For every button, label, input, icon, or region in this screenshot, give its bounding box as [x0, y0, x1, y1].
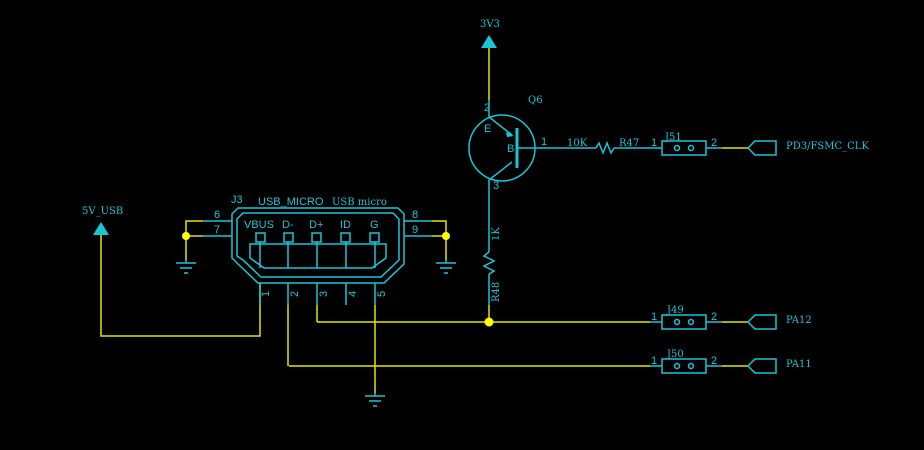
usb-pinnum-1: 1	[260, 291, 272, 297]
r48-value: 1K	[491, 227, 502, 241]
port-pa11-icon	[746, 358, 777, 374]
power-5v-usb: 5V_USB	[82, 206, 123, 235]
net-pa11-label: PA11	[786, 359, 812, 370]
usb-pinnum-4: 4	[347, 291, 359, 297]
usb-pinnum-3: 3	[318, 291, 330, 297]
usb-ref: J3	[231, 194, 243, 206]
q6-collector-lead	[488, 161, 513, 181]
usb-pinnum-8: 8	[412, 209, 418, 221]
usb-pin-vbus: VBUS	[244, 219, 274, 231]
j49-pin1: 1	[651, 311, 657, 323]
j51-pin2: 2	[711, 137, 717, 149]
ground-icon	[365, 393, 385, 407]
junction-dot	[442, 232, 450, 240]
j51-body	[661, 140, 707, 156]
j49-body	[661, 314, 707, 330]
q6-ref: Q6	[528, 95, 543, 106]
usb-inner-shell	[236, 212, 400, 278]
q6-pin2-label: 2	[484, 102, 490, 114]
j51-pin-dot-2	[687, 144, 695, 152]
q6-pin3-label: 3	[493, 180, 499, 192]
j50-pin-dot-1	[673, 362, 681, 370]
wire-shield-right	[432, 220, 447, 260]
jumper-j50: J50 1 2	[650, 349, 722, 374]
net-pa12-label: PA12	[786, 315, 812, 326]
j49-ref: J49	[666, 305, 684, 316]
junction-dot	[484, 317, 494, 327]
ground-icon	[176, 260, 196, 274]
usb-pinnum-5: 5	[376, 291, 388, 297]
r47-zigzag	[595, 140, 615, 156]
port-pd3-icon	[746, 140, 777, 156]
j51-pin-dot-1	[673, 144, 681, 152]
usb-pin-dplus: D+	[309, 219, 323, 231]
usb-pad-5	[369, 232, 380, 243]
junction-dot	[182, 232, 190, 240]
wire-shield-left	[185, 220, 203, 260]
usb-pad-3	[311, 232, 322, 243]
j49-pin-dot-1	[673, 318, 681, 326]
usb-pin-id: ID	[340, 219, 351, 231]
power-5v-label: 5V_USB	[82, 206, 123, 217]
resistor-r47: 10K R47	[550, 138, 650, 156]
usb-pinnum-6: 6	[214, 209, 220, 221]
power-3v3-label: 3V3	[480, 19, 500, 30]
j49-pin2: 2	[711, 311, 717, 323]
j51-ref: J51	[664, 132, 682, 143]
usb-pinnum-7: 7	[214, 224, 220, 236]
j50-pin-dot-2	[687, 362, 695, 370]
r47-ref: R47	[619, 138, 639, 149]
transistor-q6: Q6 B E 1 2 3	[468, 95, 550, 195]
net-pd3-label: PD3/FSMC_CLK	[786, 141, 869, 152]
usb-connector-j3: J3 USB_MICRO USB micro VBUS D- D+ ID G 1…	[203, 194, 432, 305]
j51-pin1: 1	[651, 137, 657, 149]
ground-icon	[436, 260, 456, 274]
port-pa12-icon	[746, 314, 777, 330]
usb-name: USB_MICRO	[258, 196, 324, 208]
usb-type: USB micro	[332, 197, 387, 208]
usb-receptacle	[249, 243, 387, 269]
q6-emitter-lead	[488, 116, 513, 136]
usb-pin-gnd: G	[370, 219, 379, 231]
j49-pin-dot-2	[687, 318, 695, 326]
jumper-j49: J49 1 2	[650, 305, 722, 330]
power-3v3: 3V3	[480, 19, 500, 48]
q6-e-label: E	[484, 123, 491, 135]
emitter-arrow-icon	[506, 132, 514, 137]
resistor-r48: 1K R48	[482, 195, 502, 305]
r48-zigzag	[482, 251, 496, 275]
power-arrow-icon	[93, 222, 109, 235]
q6-b-label: B	[507, 143, 514, 155]
usb-pin-dminus: D-	[282, 219, 294, 231]
q6-pin1-label: 1	[541, 136, 547, 148]
j50-body	[661, 358, 707, 374]
jumper-j51: J51 1 2	[650, 132, 722, 156]
usb-pad-1	[255, 232, 266, 243]
usb-pad-4	[340, 232, 351, 243]
j50-ref: J50	[666, 349, 684, 360]
j50-pin2: 2	[711, 355, 717, 367]
usb-pinnum-9: 9	[412, 224, 418, 236]
usb-pad-2	[283, 232, 294, 243]
j50-pin1: 1	[651, 355, 657, 367]
power-arrow-icon	[481, 35, 497, 48]
usb-pinnum-2: 2	[289, 291, 301, 297]
wire-5v-vbus	[100, 235, 261, 337]
r48-ref: R48	[491, 282, 502, 302]
r47-value: 10K	[567, 138, 588, 149]
